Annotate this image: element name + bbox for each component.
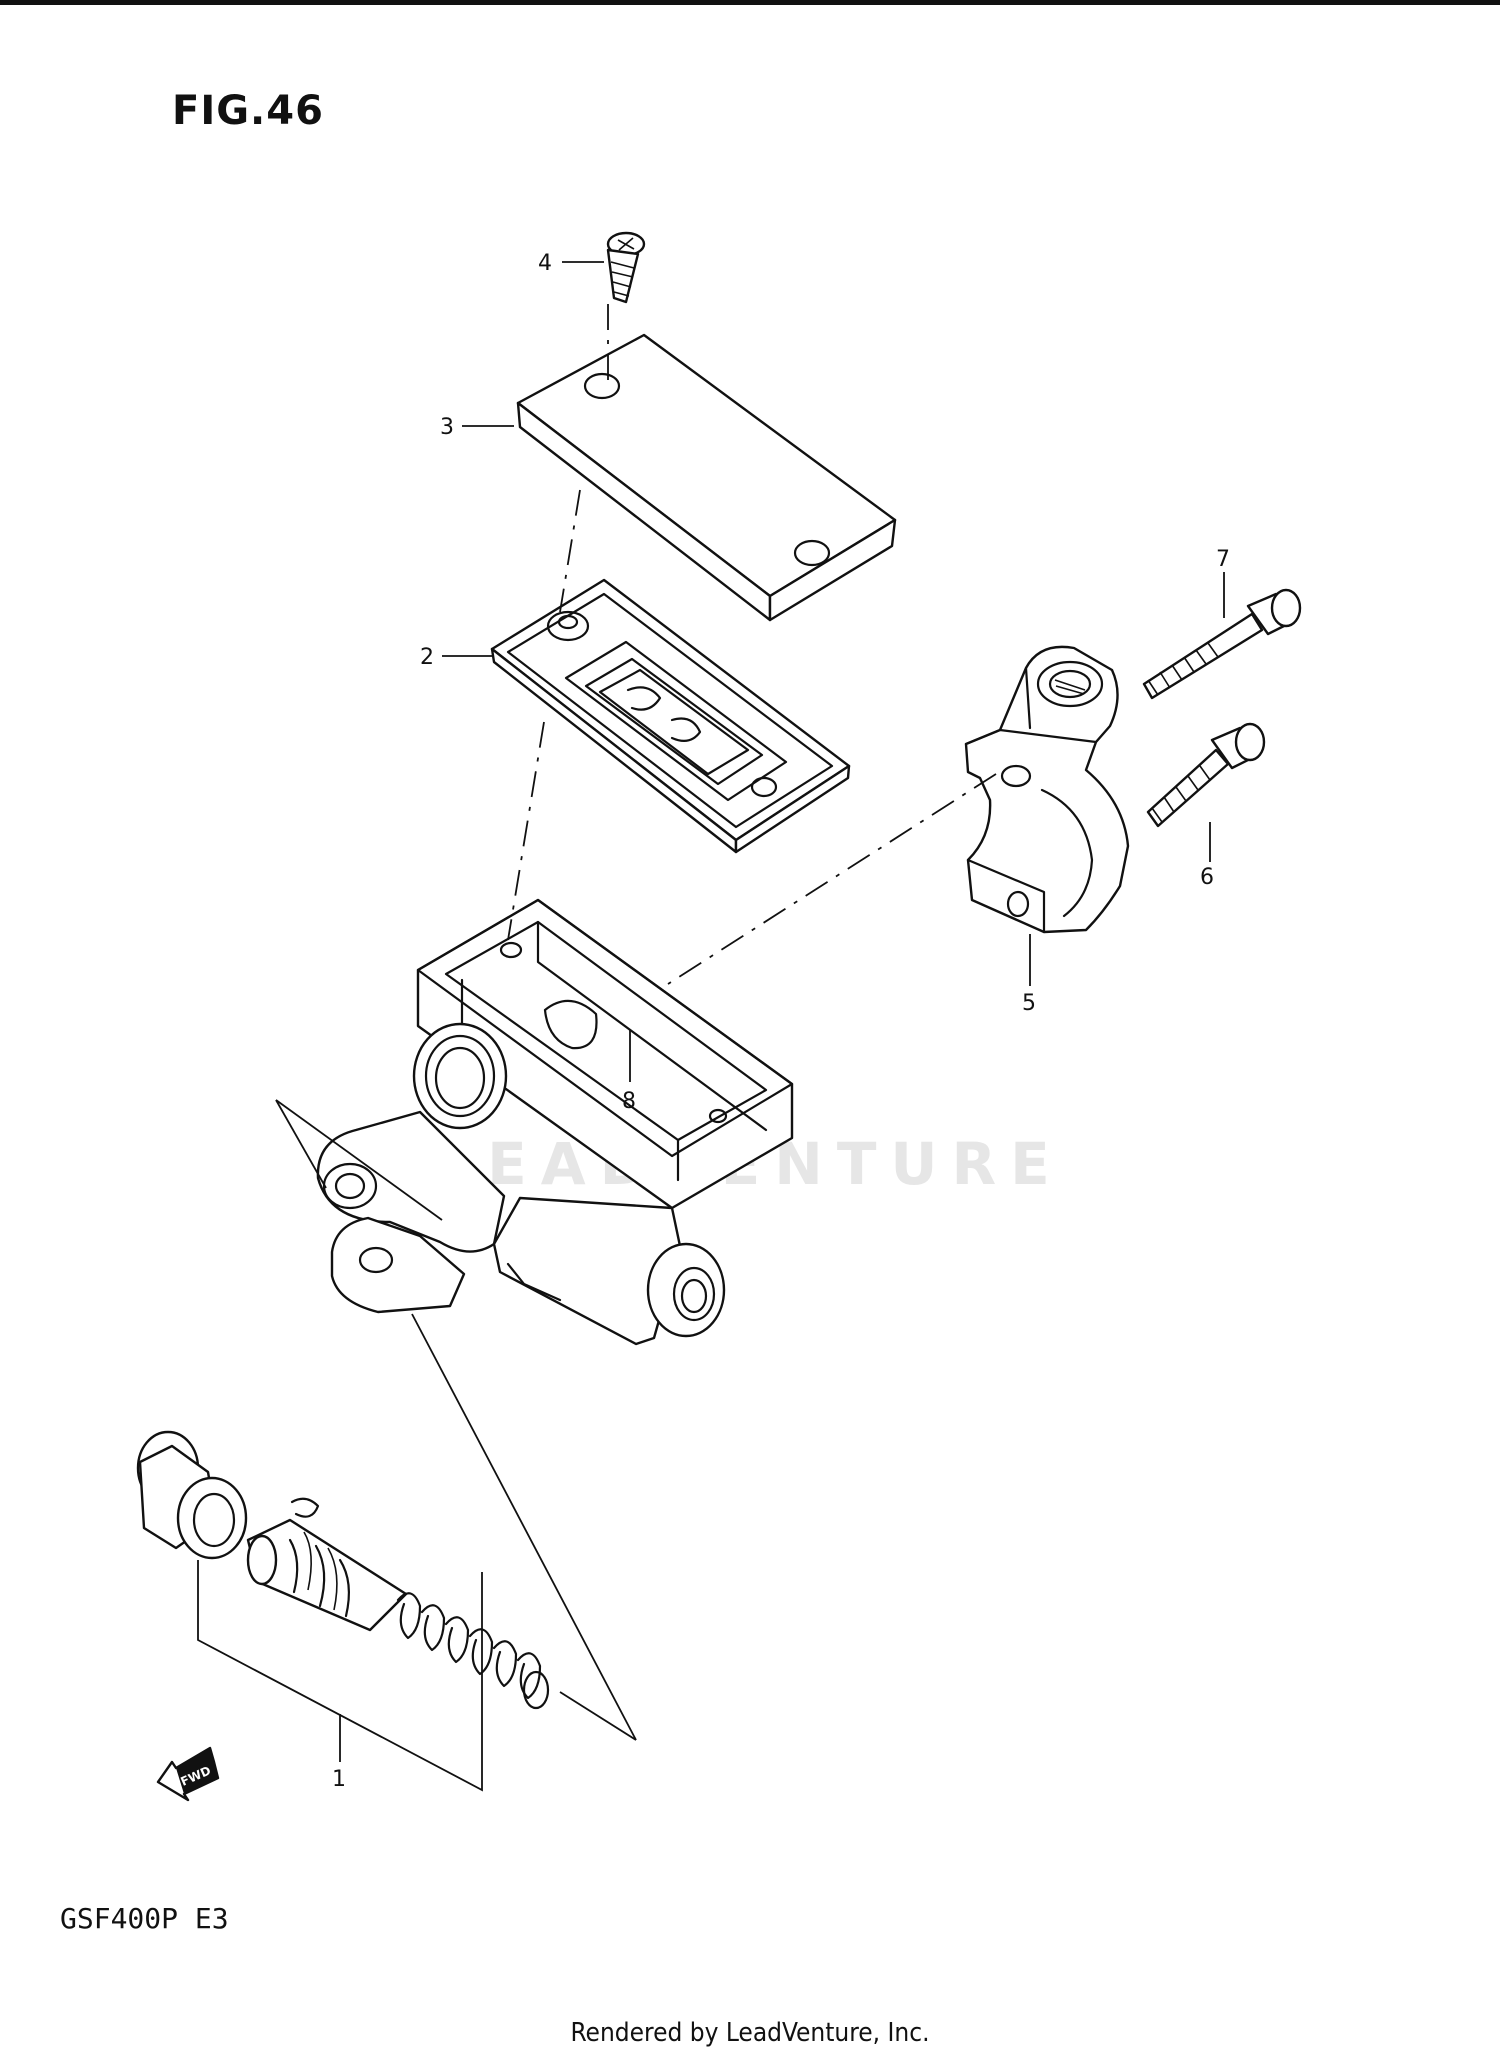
callout-4[interactable]: 4 xyxy=(538,251,552,276)
callout-labels: 4 3 2 7 6 5 8 1 xyxy=(332,251,1230,1792)
figure-title: FIG.46 xyxy=(172,88,324,134)
callout-5[interactable]: 5 xyxy=(1022,991,1036,1016)
callout-2[interactable]: 2 xyxy=(420,645,434,670)
master-cylinder-body[interactable] xyxy=(316,898,794,1346)
callout-3[interactable]: 3 xyxy=(440,415,454,440)
assembly-lines xyxy=(507,304,997,985)
callout-7[interactable]: 7 xyxy=(1216,547,1230,572)
render-credit: Rendered by LeadVenture, Inc. xyxy=(570,2018,930,2048)
part-4-screw[interactable] xyxy=(606,231,646,304)
part-3-reservoir-cap[interactable] xyxy=(516,333,897,622)
part-5-clamp[interactable] xyxy=(964,645,1130,934)
part-7-long-bolt[interactable] xyxy=(1142,588,1302,700)
callout-1[interactable]: 1 xyxy=(332,1767,346,1792)
callout-8[interactable]: 8 xyxy=(622,1089,636,1114)
model-code: GSF400P E3 xyxy=(60,1902,229,1935)
part-1-piston-kit[interactable] xyxy=(136,1430,550,1710)
fwd-arrow-icon: FWD xyxy=(156,1746,220,1802)
part-2-diaphragm[interactable] xyxy=(490,578,851,854)
part-6-short-bolt[interactable] xyxy=(1146,722,1266,828)
leader-lines xyxy=(197,261,1225,1792)
callout-6[interactable]: 6 xyxy=(1200,865,1214,890)
